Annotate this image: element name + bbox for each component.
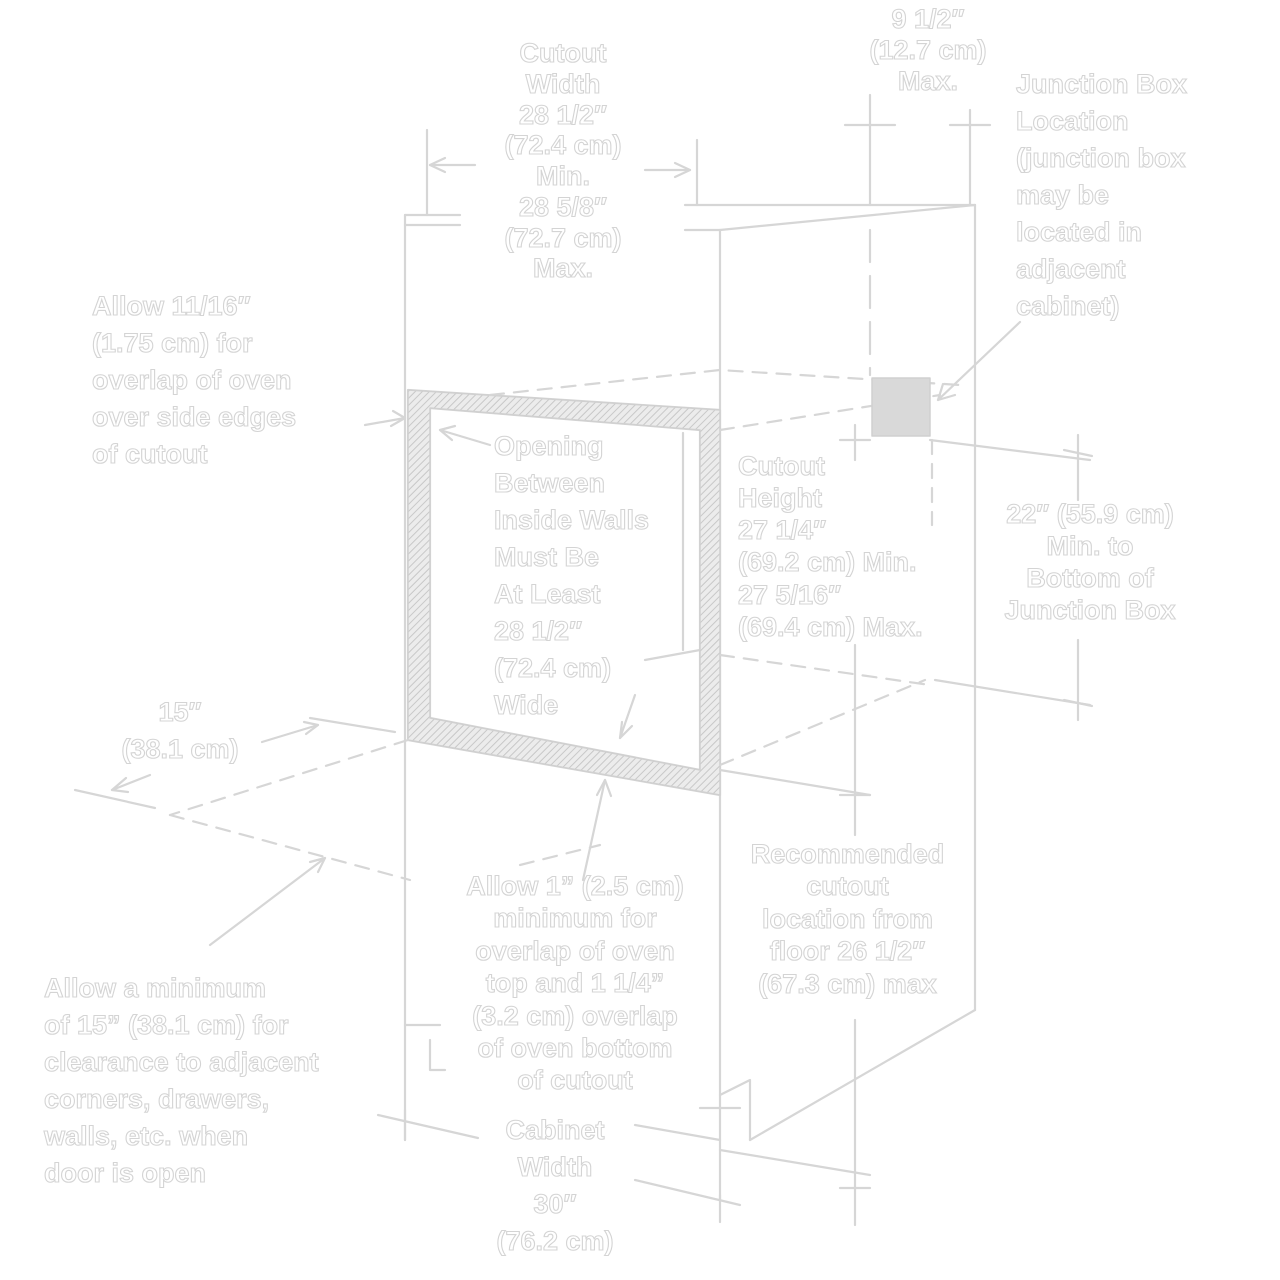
cutout-width-extension-lines [425,128,699,217]
cutout-width-label: Cutout Width 28 1/2″ (72.4 cm) Min. 28 5… [504,37,622,284]
cutout-height-dimension [718,423,872,837]
door-clearance-dimension-label: 15″ (38.1 cm) [121,696,239,764]
annotation-arrows [110,156,1022,947]
junction-box-height-label: 22″ (55.9 cm) Min. to Bottom of Junction… [1004,498,1176,626]
door-clearance-label: Allow a minimum of 15” (38.1 cm) for cle… [43,972,319,1188]
junction-box-height-dimension [928,433,1094,722]
cabinet-width-label: Cabinet Width 30″ (76.2 cm) [496,1114,614,1256]
opening-width-label: Opening Between Inside Walls Must Be At … [493,430,650,720]
cutout-overlap-hatch [407,389,721,796]
floor-height-dimension [718,1018,872,1227]
junction-box [871,377,931,437]
door-clearance-dimension [73,716,397,810]
junction-box-location-label: Junction Box Location (junction box may … [1015,68,1188,321]
side-overlap-label: Allow 11/16″ (1.75 cm) for overlap of ov… [91,290,297,469]
cabinet-side-face [683,203,977,1142]
cabinet-width-dimension [376,1106,742,1224]
top-bottom-overlap-label: Allow 1” (2.5 cm) minimum for overlap of… [466,870,685,1096]
junction-box-offset-label: 9 1/2″ (12.7 cm) Max. [869,3,987,96]
cutout-height-label: Cutout Height 27 1/4″ (69.2 cm) Min. 27 … [737,450,923,642]
recommended-location-label: Recommended cutout location from floor 2… [750,838,945,999]
junction-box-offset-dimension [843,93,992,377]
